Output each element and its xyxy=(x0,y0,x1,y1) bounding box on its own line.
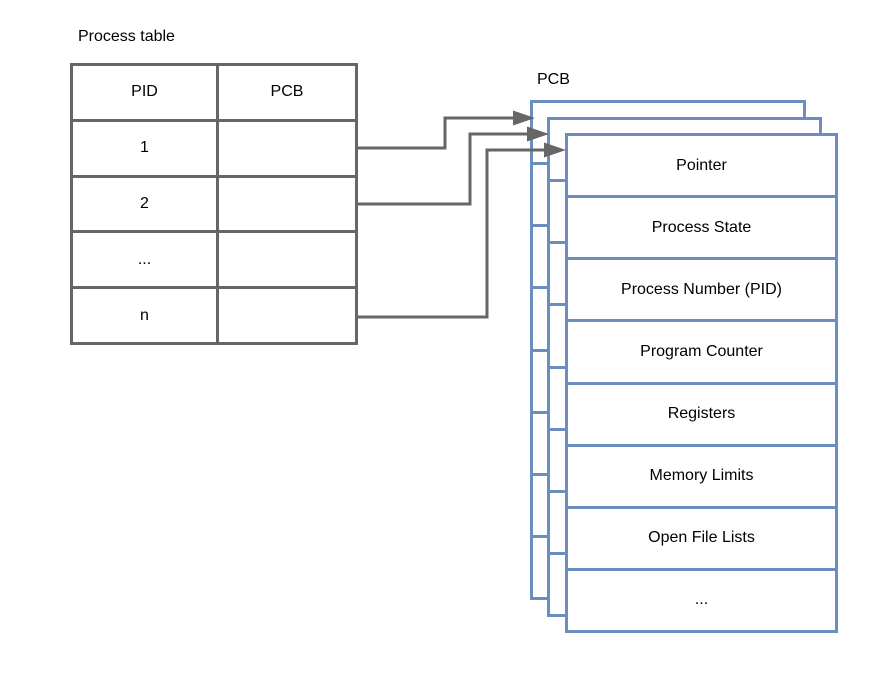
process-table-title: Process table xyxy=(78,28,175,45)
pcb-field-registers: Registers xyxy=(568,384,835,447)
pcb-field-process-number: Process Number (PID) xyxy=(568,260,835,323)
pcb-field-memory-limits: Memory Limits xyxy=(568,446,835,509)
process-table-row-ellipsis-pid: ... xyxy=(73,233,216,287)
process-table-row-2-pid: 2 xyxy=(73,177,216,231)
pcb-title: PCB xyxy=(537,71,570,88)
process-table: PID PCB 1 2 ... n xyxy=(70,63,358,345)
process-table-row-n-pcb-cell xyxy=(219,289,355,342)
process-table-row-n-pid: n xyxy=(73,289,216,342)
arrow-rown-to-pcb-line xyxy=(358,148,545,319)
arrow-row1-to-pcb-line xyxy=(358,116,514,150)
process-table-row-2-pcb-cell xyxy=(219,177,355,231)
pcb-field-ellipsis: ... xyxy=(568,570,835,630)
arrow-row2-to-pcb-line xyxy=(358,132,528,206)
pcb-field-program-counter: Program Counter xyxy=(568,322,835,385)
process-table-row-1-pid: 1 xyxy=(73,121,216,175)
pcb-field-open-file-lists: Open File Lists xyxy=(568,508,835,571)
process-table-header-pid: PID xyxy=(73,66,216,119)
pcb-field-process-state: Process State xyxy=(568,198,835,261)
process-table-header-pcb: PCB xyxy=(219,66,355,119)
pcb-field-pointer: Pointer xyxy=(568,136,835,199)
process-table-row-1-pcb-cell xyxy=(219,121,355,175)
process-table-row-ellipsis-pcb-cell xyxy=(219,233,355,287)
pcb-box-front: Pointer Process State Process Number (PI… xyxy=(565,133,838,633)
